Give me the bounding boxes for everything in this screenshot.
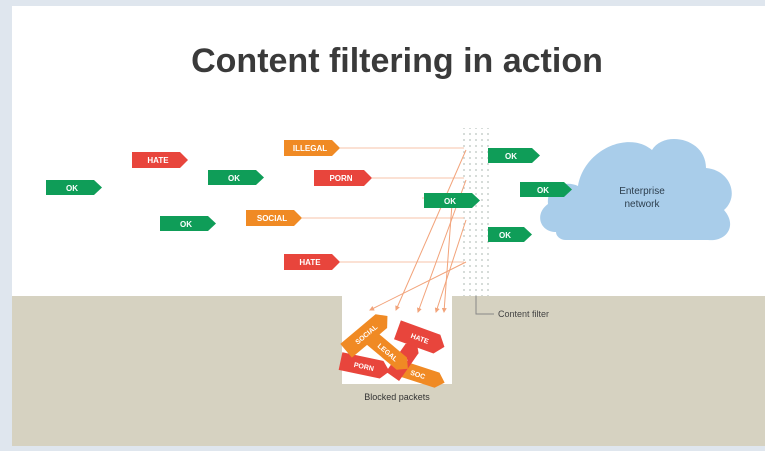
- svg-text:HATE: HATE: [147, 156, 169, 165]
- blocked-packets-label: Blocked packets: [364, 392, 430, 402]
- content-filter-label: Content filter: [498, 309, 549, 319]
- svg-text:OK: OK: [444, 197, 456, 206]
- packet-ok-passed-1: OK: [488, 148, 540, 163]
- enterprise-label-line2: network: [624, 199, 660, 210]
- packet-ok-passed-2: OK: [520, 182, 572, 197]
- svg-text:HATE: HATE: [299, 258, 321, 267]
- ground: [12, 296, 765, 446]
- packet-ok-3: OK: [160, 216, 216, 231]
- packet-ok-at-filter: OK: [424, 193, 480, 208]
- packet-porn-1: PORN: [314, 170, 372, 186]
- packet-hate-2: HATE: [284, 254, 340, 270]
- enterprise-network-cloud: Enterprise network: [540, 138, 732, 241]
- packet-hate-1: HATE: [132, 152, 188, 168]
- packet-illegal: ILLEGAL: [284, 140, 340, 156]
- packet-ok-passed-3: OK: [488, 227, 532, 242]
- svg-text:OK: OK: [499, 231, 511, 240]
- svg-text:SOC: SOC: [409, 370, 426, 381]
- pile-packet-porn: PORN: [338, 352, 390, 379]
- svg-text:OK: OK: [180, 220, 192, 229]
- svg-text:OK: OK: [66, 184, 78, 193]
- svg-text:PORN: PORN: [353, 362, 374, 373]
- packet-social-1: SOCIAL: [246, 210, 302, 226]
- blocked-packets-pile: SOC PORN H LEGAL SOCIAL HATE: [338, 314, 445, 388]
- svg-text:ILLEGAL: ILLEGAL: [293, 144, 327, 153]
- content-filter-wall: [462, 128, 492, 296]
- enterprise-label-line1: Enterprise: [619, 186, 665, 197]
- svg-text:OK: OK: [537, 186, 549, 195]
- content-filter-callout-line: [475, 296, 494, 315]
- packet-ok-1: OK: [46, 180, 102, 195]
- packet-ok-2: OK: [208, 170, 264, 185]
- svg-text:SOCIAL: SOCIAL: [257, 214, 287, 223]
- svg-text:PORN: PORN: [329, 174, 352, 183]
- diagram-title: Content filtering in action: [191, 42, 603, 80]
- svg-text:OK: OK: [505, 152, 517, 161]
- pile-packet-hate: HATE: [394, 320, 445, 354]
- svg-text:OK: OK: [228, 174, 240, 183]
